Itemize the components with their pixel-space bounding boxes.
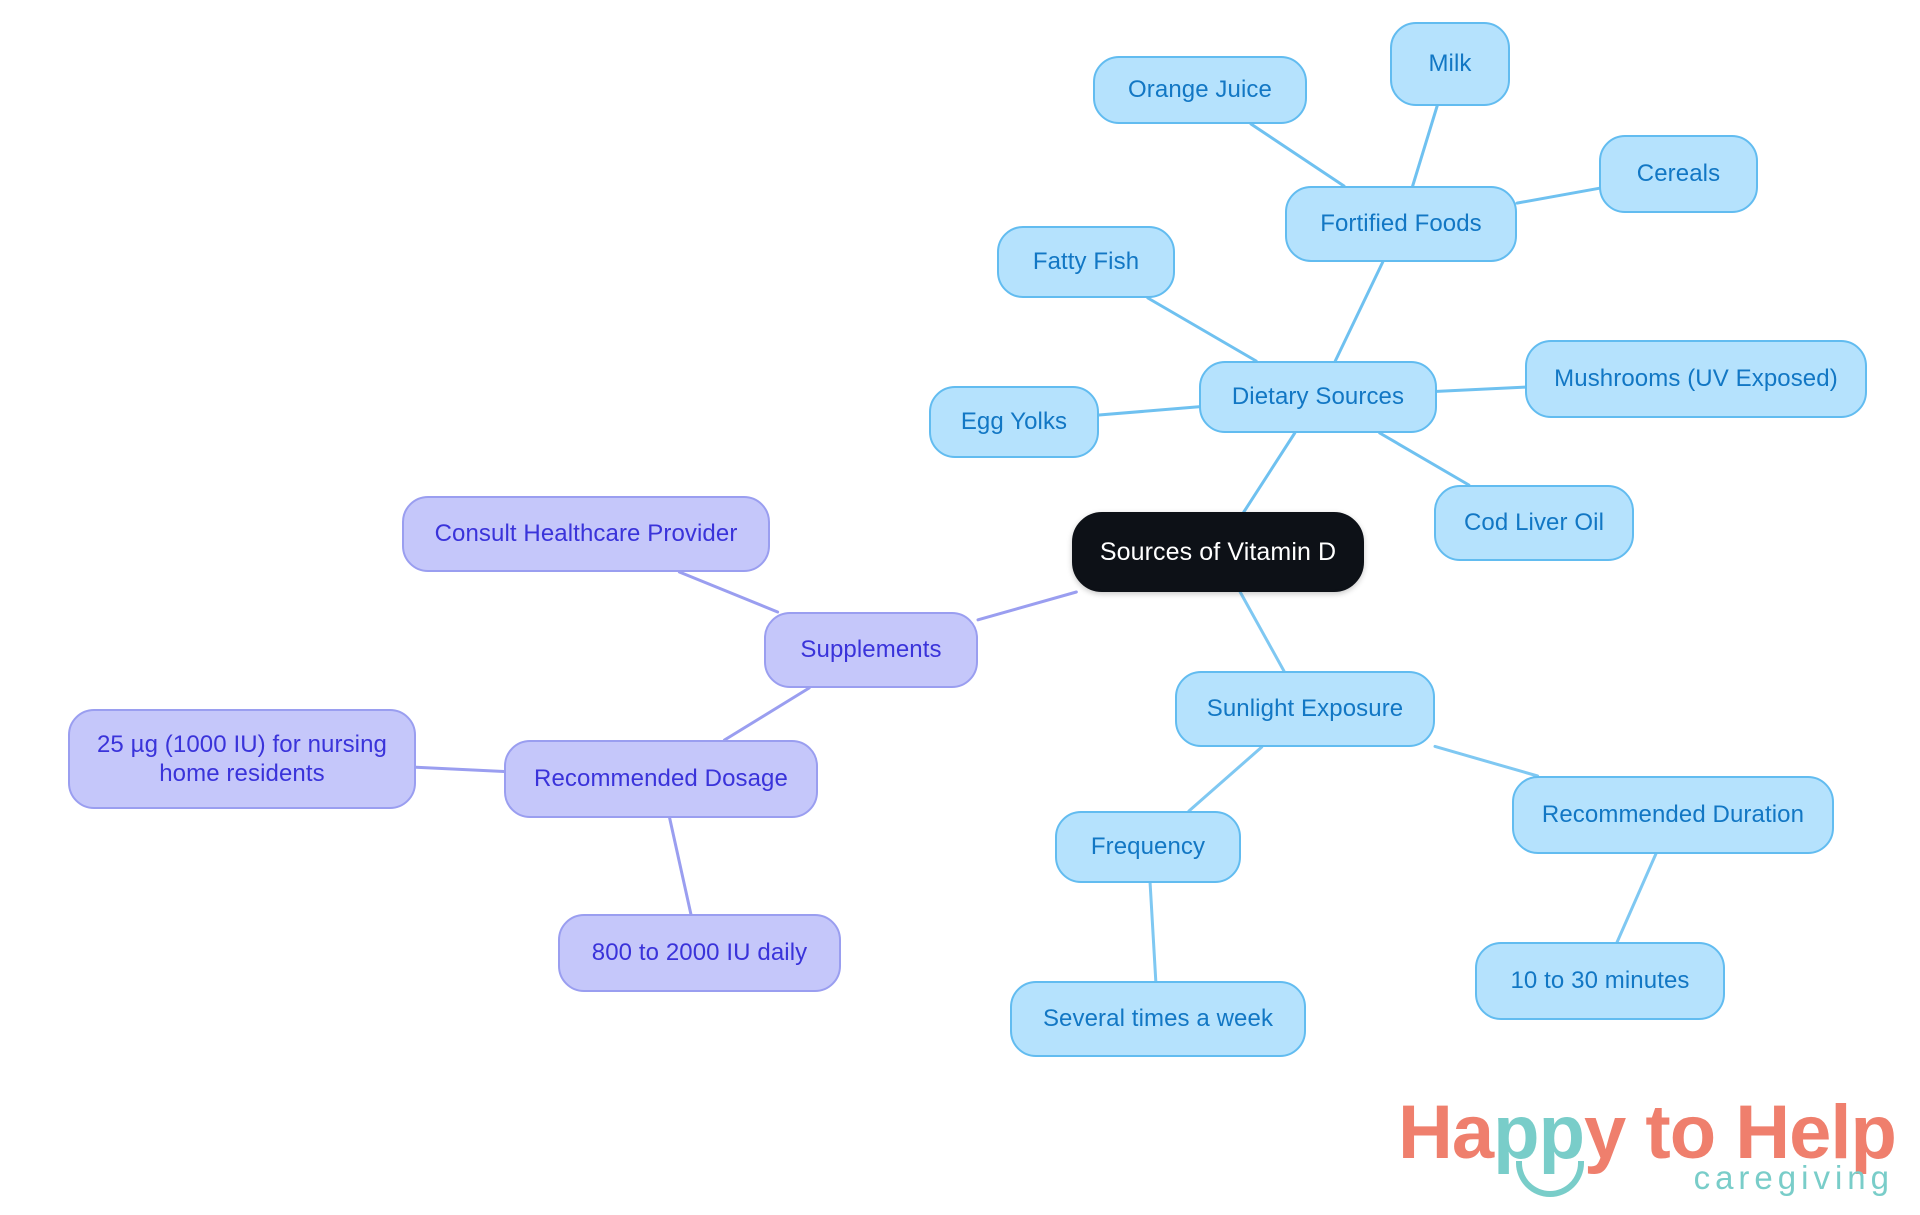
mindmap-node-cereals[interactable]: Cereals [1599, 135, 1758, 213]
mindmap-edge [1148, 881, 1158, 983]
mindmap-edge [1146, 296, 1258, 363]
mindmap-node-label: 25 µg (1000 IU) for nursing home residen… [96, 730, 387, 787]
mindmap-node-frequency[interactable]: Frequency [1055, 811, 1241, 883]
logo-tagline: caregiving [1693, 1159, 1894, 1196]
mindmap-edge [1242, 431, 1297, 514]
mindmap-edge [722, 686, 811, 742]
mindmap-node-orangejuice[interactable]: Orange Juice [1093, 56, 1307, 124]
mindmap-node-label: Orange Juice [1128, 76, 1272, 104]
mindmap-node-label: Fortified Foods [1320, 210, 1482, 238]
brand-logo: Happy to Help caregiving [1398, 1095, 1898, 1203]
mindmap-node-label: 800 to 2000 IU daily [591, 939, 808, 967]
mindmap-node-dietary[interactable]: Dietary Sources [1199, 361, 1437, 433]
mindmap-edge [1433, 744, 1540, 778]
mindmap-node-label: Cereals [1636, 160, 1721, 188]
mindmap-node-eggyolks[interactable]: Egg Yolks [929, 386, 1099, 458]
mindmap-edge [1615, 852, 1658, 944]
mindmap-node-label: Mushrooms (UV Exposed) [1554, 365, 1838, 393]
mindmap-node-fortified[interactable]: Fortified Foods [1285, 186, 1517, 262]
mindmap-edge [1378, 431, 1471, 487]
mindmap-node-label: Several times a week [1042, 1005, 1274, 1033]
mindmap-node-several[interactable]: Several times a week [1010, 981, 1306, 1057]
mindmap-node-mushrooms[interactable]: Mushrooms (UV Exposed) [1525, 340, 1867, 418]
mindmap-edge [1515, 186, 1601, 205]
mindmap-node-milk[interactable]: Milk [1390, 22, 1510, 106]
mindmap-edge [668, 816, 693, 916]
mindmap-node-label: Fatty Fish [1032, 248, 1140, 276]
mindmap-node-duration[interactable]: Recommended Duration [1512, 776, 1834, 854]
mindmap-node-label: Dietary Sources [1231, 383, 1405, 411]
mindmap-node-nursing[interactable]: 25 µg (1000 IU) for nursing home residen… [68, 709, 416, 809]
mindmap-edge [1435, 385, 1527, 393]
mindmap-edge [976, 590, 1078, 622]
mindmap-node-label: Consult Healthcare Provider [434, 520, 738, 548]
logo-text-part2: pp [1493, 1090, 1585, 1175]
mindmap-node-sunlight[interactable]: Sunlight Exposure [1175, 671, 1435, 747]
mindmap-node-label: Supplements [800, 636, 942, 664]
mindmap-node-label: Egg Yolks [960, 408, 1068, 436]
mindmap-node-consult[interactable]: Consult Healthcare Provider [402, 496, 770, 572]
mindmap-node-label: Sources of Vitamin D [1099, 537, 1337, 566]
mindmap-node-label: 10 to 30 minutes [1510, 967, 1690, 995]
mindmap-node-label: Frequency [1090, 833, 1206, 861]
mindmap-node-root[interactable]: Sources of Vitamin D [1072, 512, 1364, 592]
mindmap-edge [1249, 122, 1346, 188]
mindmap-node-fattyfish[interactable]: Fatty Fish [997, 226, 1175, 298]
mindmap-edge [1333, 260, 1385, 363]
mindmap-edge [1411, 104, 1439, 188]
smile-icon [1516, 1161, 1584, 1197]
mindmap-node-tenthirty[interactable]: 10 to 30 minutes [1475, 942, 1725, 1020]
mindmap-node-label: Milk [1428, 50, 1472, 78]
logo-wordmark: Happy to Help [1398, 1095, 1897, 1171]
mindmap-edge [1187, 745, 1264, 813]
mindmap-node-label: Recommended Duration [1541, 801, 1805, 829]
mindmap-edge [677, 570, 780, 614]
mindmap-node-dailyiu[interactable]: 800 to 2000 IU daily [558, 914, 841, 992]
mindmap-edge [1238, 590, 1286, 673]
mindmap-node-label: Recommended Dosage [534, 765, 788, 793]
mindmap-node-supplements[interactable]: Supplements [764, 612, 978, 688]
mindmap-node-label: Cod Liver Oil [1463, 509, 1604, 537]
mindmap-edge [414, 765, 506, 774]
mindmap-node-codliveroil[interactable]: Cod Liver Oil [1434, 485, 1634, 561]
mindmap-node-label: Sunlight Exposure [1206, 695, 1404, 723]
logo-text-part1: Ha [1398, 1090, 1494, 1175]
logo-text-part3: y to Help [1584, 1090, 1897, 1175]
mindmap-node-dosage[interactable]: Recommended Dosage [504, 740, 818, 818]
mindmap-edge [1097, 405, 1201, 417]
